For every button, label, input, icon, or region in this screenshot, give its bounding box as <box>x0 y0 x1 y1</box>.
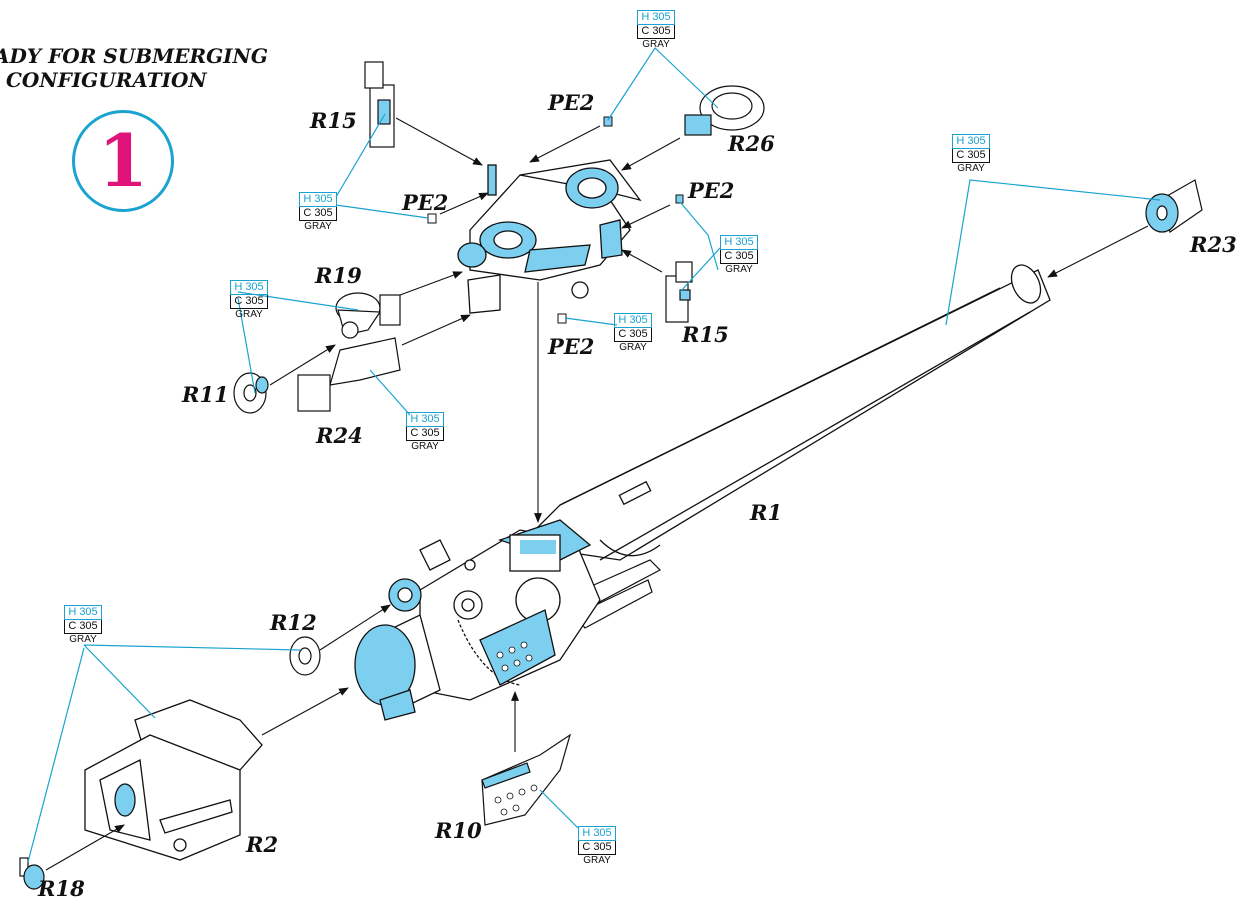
part-r10 <box>481 733 572 826</box>
paint-c-code: C 305 <box>614 328 652 342</box>
paint-leaders <box>27 47 1161 863</box>
part-r15-right <box>665 261 693 323</box>
paint-color-name: GRAY <box>69 634 97 645</box>
paint-callout-r2: H 305 C 305 GRAY <box>64 605 102 646</box>
label-pe2-top: PE2 <box>548 90 595 115</box>
part-r19 <box>335 292 401 339</box>
paint-color-name: GRAY <box>235 309 263 320</box>
barrel-r1 <box>518 264 1051 561</box>
part-pe2-plate-4 <box>557 313 567 324</box>
paint-h-code: H 305 <box>720 235 758 250</box>
mount-assembly <box>457 159 642 314</box>
label-r24: R24 <box>316 423 363 448</box>
label-r18: R18 <box>38 876 85 901</box>
label-r15-right: R15 <box>682 322 729 347</box>
label-r2: R2 <box>246 832 279 857</box>
part-r12 <box>289 636 321 676</box>
paint-c-code: C 305 <box>952 149 990 163</box>
label-pe2-right: PE2 <box>688 178 735 203</box>
paint-h-code: H 305 <box>299 192 337 207</box>
paint-color-name: GRAY <box>957 163 985 174</box>
paint-c-code: C 305 <box>64 620 102 634</box>
part-r24 <box>297 337 401 412</box>
paint-color-name: GRAY <box>304 221 332 232</box>
label-r1: R1 <box>750 500 783 525</box>
paint-callout-r24: H 305 C 305 GRAY <box>406 412 444 453</box>
paint-c-code: C 305 <box>720 250 758 264</box>
part-r18 <box>19 857 45 890</box>
breech-assembly <box>354 519 601 721</box>
label-pe2-mid: PE2 <box>402 190 449 215</box>
paint-callout-r15-top: H 305 C 305 GRAY <box>299 192 337 233</box>
paint-color-name: GRAY <box>411 441 439 452</box>
paint-h-code: H 305 <box>64 605 102 620</box>
label-r12: R12 <box>270 610 317 635</box>
paint-callout-pe2: H 305 C 305 GRAY <box>614 313 652 354</box>
paint-c-code: C 305 <box>299 207 337 221</box>
part-pe2-plate-3 <box>675 194 684 204</box>
paint-h-code: H 305 <box>614 313 652 328</box>
label-r15-top: R15 <box>310 108 357 133</box>
title-line-2: CONFIGURATION <box>6 68 207 92</box>
paint-color-name: GRAY <box>725 264 753 275</box>
part-r11 <box>233 372 269 414</box>
part-r2 <box>84 699 263 861</box>
paint-h-code: H 305 <box>637 10 675 25</box>
paint-color-name: GRAY <box>619 342 647 353</box>
label-r23: R23 <box>1190 232 1237 257</box>
label-r19: R19 <box>315 263 362 288</box>
paint-color-name: GRAY <box>583 855 611 866</box>
label-r10: R10 <box>435 818 482 843</box>
paint-c-code: C 305 <box>578 841 616 855</box>
paint-h-code: H 305 <box>406 412 444 427</box>
paint-callout-r23: H 305 C 305 GRAY <box>952 134 990 175</box>
label-r26: R26 <box>728 131 775 156</box>
paint-c-code: C 305 <box>637 25 675 39</box>
part-pe2-plate-2 <box>427 213 437 224</box>
paint-c-code: C 305 <box>230 295 268 309</box>
paint-callout-r10: H 305 C 305 GRAY <box>578 826 616 867</box>
paint-callout-r15-right: H 305 C 305 GRAY <box>720 235 758 276</box>
paint-callout-r26: H 305 C 305 GRAY <box>637 10 675 51</box>
label-pe2-low: PE2 <box>548 334 595 359</box>
part-r15-top <box>364 61 395 148</box>
label-r11: R11 <box>182 382 229 407</box>
paint-c-code: C 305 <box>406 427 444 441</box>
assembly-arrows <box>45 117 1149 871</box>
part-r26 <box>684 85 765 136</box>
paint-color-name: GRAY <box>642 39 670 50</box>
paint-h-code: H 305 <box>952 134 990 149</box>
paint-h-code: H 305 <box>230 280 268 295</box>
step-number-badge: 1 <box>72 110 174 212</box>
title-line-1: ADY FOR SUBMERGING <box>0 44 268 68</box>
part-r23 <box>1145 179 1203 233</box>
paint-callout-r19: H 305 C 305 GRAY <box>230 280 268 321</box>
part-pe2-plate-1 <box>603 116 613 127</box>
paint-h-code: H 305 <box>578 826 616 841</box>
